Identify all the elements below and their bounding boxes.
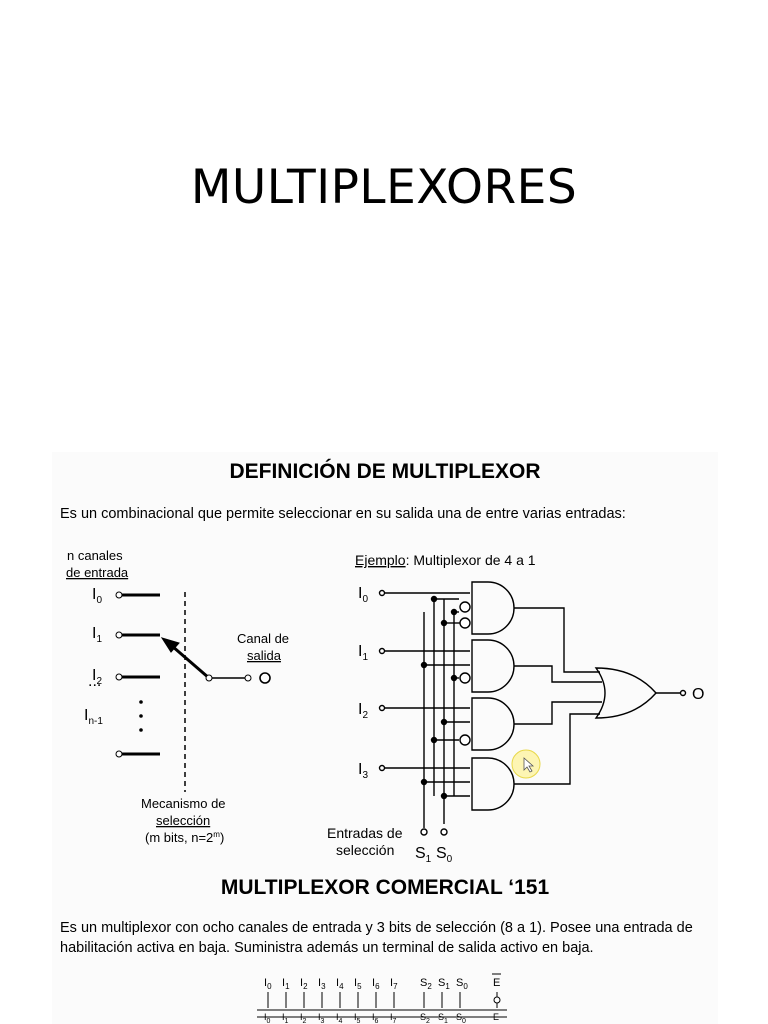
slide-title: MULTIPLEXORES (190, 160, 578, 215)
switch-input-2: I2 (92, 667, 102, 687)
output-channel-label: Canal de (237, 631, 289, 646)
pin-label-i5: I5 (354, 1012, 361, 1024)
mux-output: O (692, 686, 704, 703)
enable-bubble (493, 996, 501, 1004)
pin-label-i0: I0 (264, 1012, 271, 1024)
select-inputs-label-2: selección (336, 842, 394, 858)
switch-input-n-1: In-1 (84, 707, 103, 727)
pin-label-i7: I7 (390, 977, 398, 991)
mux-input-3: I3 (358, 761, 368, 781)
selector-label: Mecanismo de (141, 796, 226, 811)
pin-label-e: E (493, 1012, 499, 1022)
input-channels-label: n canales (67, 548, 123, 563)
pin-label-e: E (493, 977, 500, 989)
select-s0: S0 (436, 845, 453, 865)
select-s1: S1 (415, 845, 432, 865)
pin-label-i4: I4 (336, 1012, 343, 1024)
mux-input-0: I0 (358, 585, 368, 605)
pin-label-s1: S1 (438, 1012, 448, 1024)
pin-label-i4: I4 (336, 977, 344, 991)
pin-label-s2: S2 (420, 1012, 430, 1024)
pin-label-i1: I1 (282, 977, 290, 991)
scanned-document: DEFINICIÓN DE MULTIPLEXOR Es un combinac… (52, 452, 718, 1024)
definition-description: Es un combinacional que permite seleccio… (60, 506, 626, 522)
pin-label-i3: I3 (318, 977, 326, 991)
select-inputs-label: Entradas de (327, 825, 403, 841)
pin-label-i6: I6 (372, 1012, 379, 1024)
selector-label-2: selección (156, 813, 210, 828)
pin-label-i0: I0 (264, 977, 272, 991)
commercial-line-2: habilitación activa en baja. Suministra … (60, 940, 594, 956)
definition-title: DEFINICIÓN DE MULTIPLEXOR (229, 460, 541, 483)
example-label: Ejemplo: Multiplexor de 4 a 1 (355, 552, 536, 568)
commercial-description: Es un multiplexor con ocho canales de en… (60, 918, 720, 958)
input-channels-label-2: de entrada (66, 565, 129, 580)
pin-label-s2: S2 (420, 977, 432, 991)
mux-4to1-diagram: Ejemplo: Multiplexor de 4 a 1 I0 I1 I2 I… (327, 552, 704, 865)
switch-input-1: I1 (92, 625, 102, 645)
pin-label-s0: S0 (456, 977, 468, 991)
pin-label-i5: I5 (354, 977, 362, 991)
pin-label-s1: S1 (438, 977, 450, 991)
ic-151-pins: I0I0I1I1I2I2I3I3I4I4I5I5I6I6I7I7S2S2S1S1… (257, 973, 507, 1024)
pin-label-i2: I2 (300, 977, 308, 991)
pin-label-i3: I3 (318, 1012, 325, 1024)
commercial-title: MULTIPLEXOR COMERCIAL ‘151 (220, 876, 550, 899)
pin-label-i6: I6 (372, 977, 380, 991)
switch-input-0: I0 (92, 586, 102, 606)
pin-label-i7: I7 (390, 1012, 397, 1024)
commercial-line-1: Es un multiplexor con ocho canales de en… (60, 920, 693, 936)
pin-label-s0: S0 (456, 1012, 466, 1024)
selector-label-3: (m bits, n=2m) (145, 830, 224, 845)
pin-label-i1: I1 (282, 1012, 289, 1024)
output-channel-label-2: salida (247, 648, 282, 663)
multiplexer-diagrams: n canales de entrada I0 I1 I2 In-1 ... (66, 548, 704, 1018)
switch-model-diagram: n canales de entrada I0 I1 I2 In-1 ... (66, 548, 289, 845)
mux-input-2: I2 (358, 701, 368, 721)
mux-input-1: I1 (358, 643, 368, 663)
pin-label-i2: I2 (300, 1012, 307, 1024)
ellipsis: ... (88, 673, 101, 690)
